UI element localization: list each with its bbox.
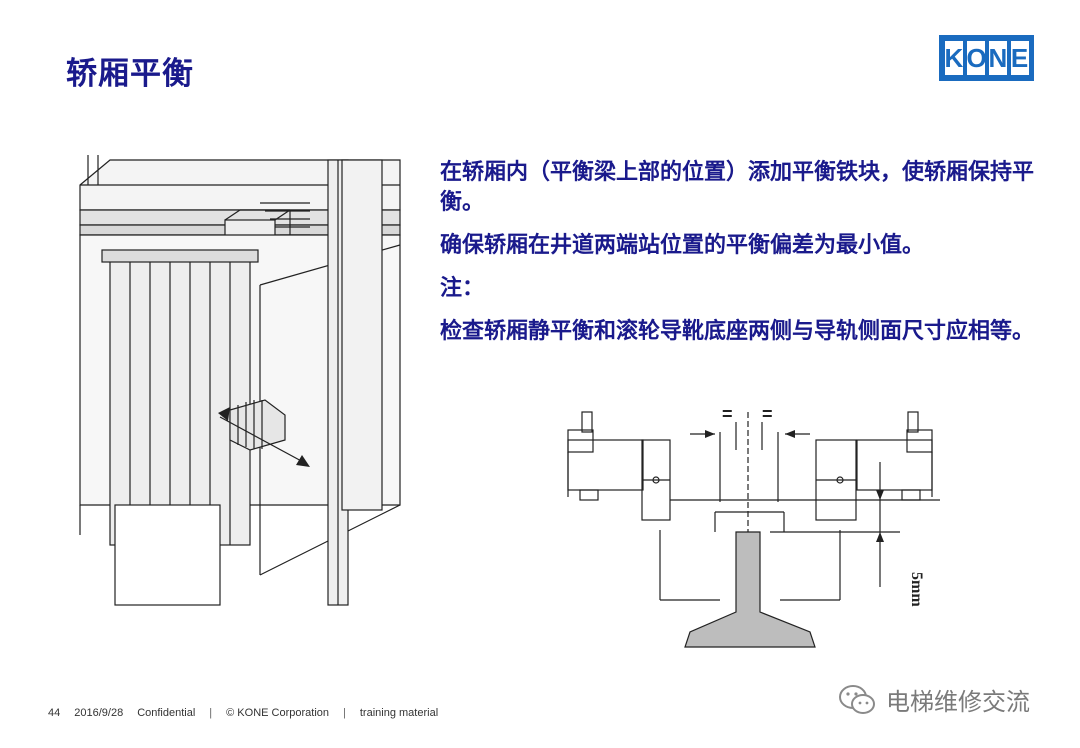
page-number: 44 [48,707,61,719]
footer: 44 2016/9/28 Confidential | © KONE Corpo… [48,707,438,719]
body-text: 在轿厢内（平衡梁上部的位置）添加平衡铁块，使轿厢保持平衡。 确保轿厢在井道两端站… [440,158,1040,360]
logo-letter: E [1010,41,1029,75]
slide-title: 轿厢平衡 [66,56,194,92]
wechat-icon [839,684,875,714]
dimension-label-5mm: 5mm [908,572,925,607]
footer-separator: | [343,707,346,719]
footer-copyright: © KONE Corporation [226,707,330,719]
footer-confidential: Confidential [137,707,196,719]
logo-letter: O [966,41,987,75]
paragraph-add-weights: 在轿厢内（平衡梁上部的位置）添加平衡铁块，使轿厢保持平衡。 [440,160,1035,215]
footer-material: training material [359,707,439,719]
footer-separator: | [209,707,213,719]
paragraph-note: 注： [440,276,485,301]
logo-letter: K [944,41,964,75]
footer-date: 2016/9/28 [74,707,124,719]
logo-letter: N [988,41,1008,75]
kone-logo: K O N E [939,35,1034,81]
guide-rail-profile [684,531,816,648]
paragraph-minimize-deviation: 确保轿厢在井道两端站位置的平衡偏差为最小值。 [440,233,925,258]
equal-mark-right: = [762,404,773,424]
guide-rail-diagram: = = 5mm [567,404,940,648]
kone-logo-letters: K O N E [944,41,1029,75]
watermark: 电梯维修交流 [838,682,1030,717]
paragraph-check: 检查轿厢静平衡和滚轮导靴底座两侧与导轨侧面尺寸应相等。 [440,319,1035,344]
equal-mark-left: = [722,404,733,424]
elevator-car-illustration [79,155,401,606]
watermark-text: 电梯维修交流 [886,688,1030,716]
